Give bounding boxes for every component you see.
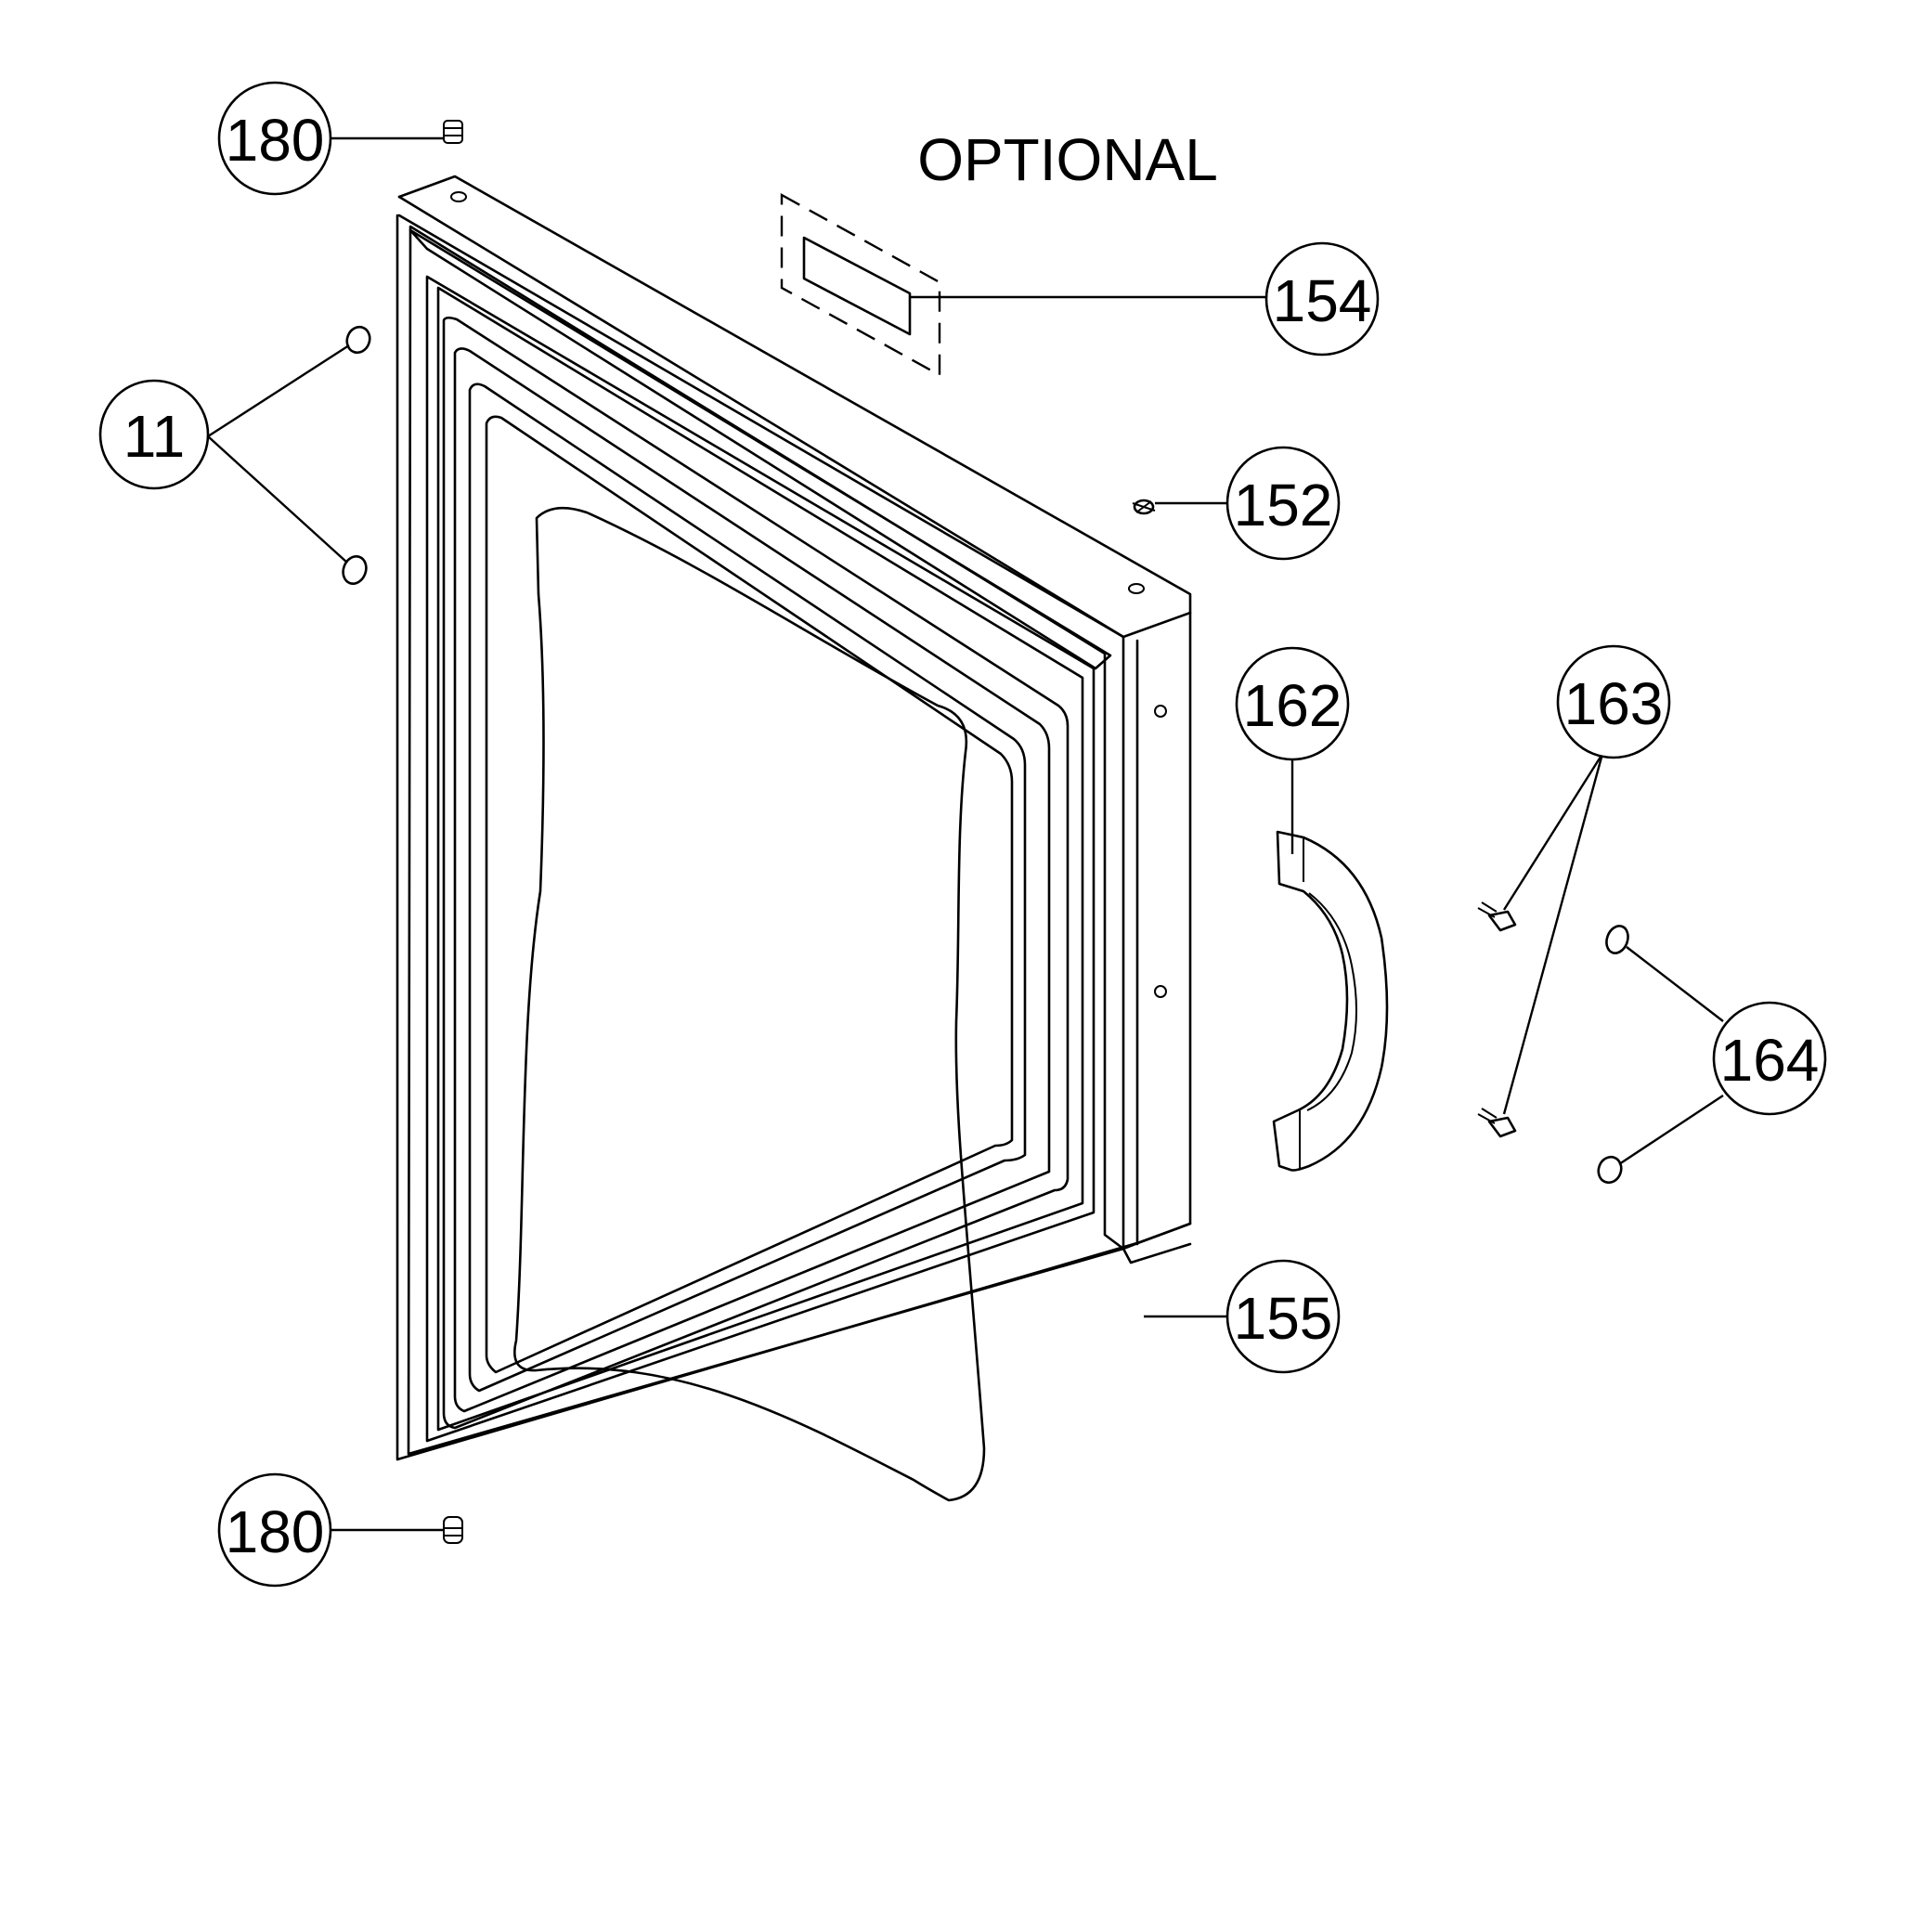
callout-164-label: 164 <box>1720 1027 1820 1094</box>
callout-11: 11 <box>98 379 210 490</box>
cap-164-lower-icon <box>1597 1155 1623 1185</box>
screw-152-icon <box>1132 499 1156 515</box>
callout-163-label: 163 <box>1564 670 1664 737</box>
callout-154-label: 154 <box>1273 267 1372 334</box>
callout-180-bottom: 180 <box>217 1472 332 1588</box>
plug-11-lower-icon <box>342 555 368 585</box>
callout-162: 162 <box>1235 646 1350 761</box>
callout-180-bottom-label: 180 <box>226 1498 325 1565</box>
plug-11-upper-icon <box>345 325 371 355</box>
callout-180-top-label: 180 <box>226 107 325 174</box>
cap-164-upper-icon <box>1605 925 1629 954</box>
screw-163-upper-icon <box>1477 901 1517 932</box>
callout-152: 152 <box>1225 446 1341 561</box>
callout-162-label: 162 <box>1243 672 1342 739</box>
hinge-pin-top-icon <box>443 120 463 144</box>
screw-163-lower-icon <box>1477 1108 1517 1138</box>
callout-155: 155 <box>1225 1259 1341 1374</box>
door-panel <box>395 175 1192 1502</box>
callout-155-label: 155 <box>1234 1285 1333 1352</box>
callout-164: 164 <box>1712 1001 1827 1116</box>
hinge-pin-bottom-icon <box>443 1516 463 1544</box>
callout-152-label: 152 <box>1234 472 1333 538</box>
callout-180-top: 180 <box>217 81 332 196</box>
optional-heading: OPTIONAL <box>917 126 1218 193</box>
callout-163: 163 <box>1556 644 1671 759</box>
leader-lines <box>207 136 1724 1532</box>
handle-162-icon <box>1272 830 1389 1172</box>
callout-154: 154 <box>1264 241 1380 357</box>
callout-11-label: 11 <box>123 403 185 470</box>
optional-plate-154-icon <box>780 192 941 378</box>
